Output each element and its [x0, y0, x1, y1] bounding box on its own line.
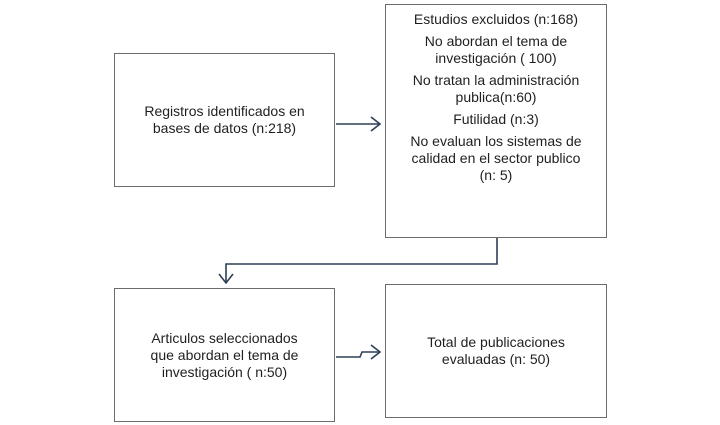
excluidos-reason-3: Futilidad (n:3): [453, 111, 539, 127]
box-articulos-seleccionados: Articulos seleccionados que abordan el t…: [114, 288, 335, 422]
arrow-excluidos-to-articulos: [218, 238, 498, 285]
arrow-articulos-to-total: [336, 344, 382, 360]
articulos-line-3: investigación ( n:50): [161, 363, 288, 380]
articulos-line-1: Articulos seleccionados: [151, 329, 298, 346]
total-line-1: Total de publicaciones: [427, 334, 565, 350]
articulos-line-2: que abordan el tema de: [150, 346, 299, 363]
arrow-registros-to-excluidos: [336, 116, 382, 132]
registros-line-1: Registros identificados en: [144, 103, 305, 119]
registros-line-2: bases de datos (n:218): [152, 120, 297, 136]
excluidos-heading: Estudios excluidos (n:168): [413, 11, 579, 27]
box-registros-identificados: Registros identificados en bases de dato…: [114, 53, 335, 187]
total-line-2: evaluadas (n: 50): [441, 351, 551, 367]
box-total-publicaciones: Total de publicaciones evaluadas (n: 50): [385, 284, 607, 418]
box-estudios-excluidos: Estudios excluidos (n:168) No abordan el…: [385, 4, 607, 238]
